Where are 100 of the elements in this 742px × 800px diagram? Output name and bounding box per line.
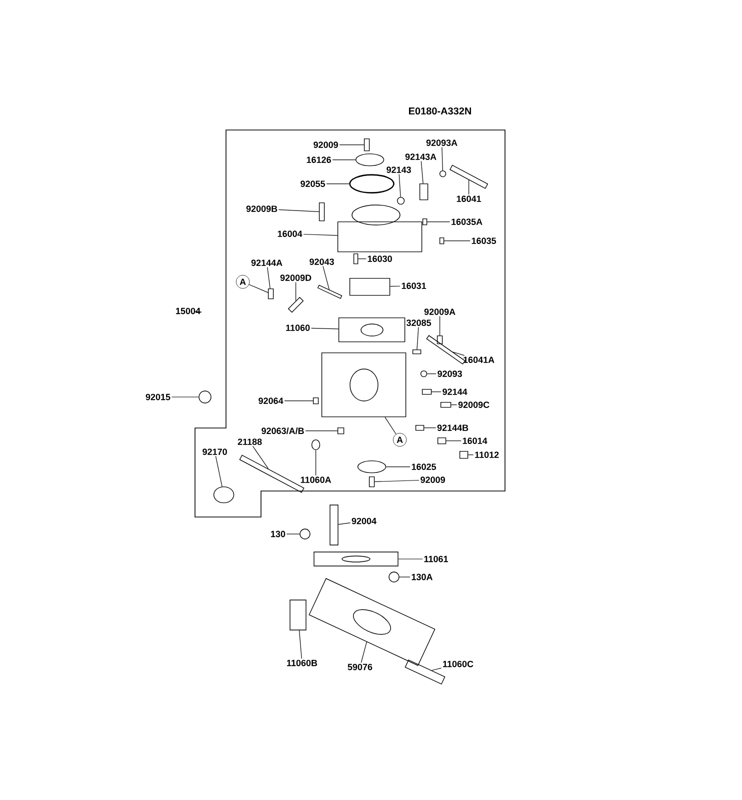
part-outline xyxy=(368,476,375,488)
part-ellipse xyxy=(198,390,212,404)
part-number: 16030 xyxy=(368,256,392,262)
part-outline xyxy=(412,349,422,354)
part-number: 92063/A/B xyxy=(262,427,304,434)
leader-line xyxy=(215,456,222,487)
part-number: 92009A xyxy=(424,308,456,315)
part-outline xyxy=(290,600,306,630)
leader-line xyxy=(398,558,423,560)
part-ellipse xyxy=(355,153,384,166)
part-number: 11060 xyxy=(286,324,310,331)
part-outline xyxy=(439,237,444,244)
leader-line xyxy=(420,160,424,184)
leader-line xyxy=(386,466,410,468)
part-outline xyxy=(422,388,432,395)
part-number: 16035 xyxy=(472,238,496,244)
part-ellipse xyxy=(300,528,310,540)
part-outline xyxy=(440,402,452,408)
leader-line xyxy=(468,454,474,456)
leader-line xyxy=(446,440,462,442)
part-outline xyxy=(422,218,428,226)
part-ellipse xyxy=(311,439,320,450)
leader-line xyxy=(450,404,458,406)
leader-line xyxy=(444,240,470,242)
part-number: 92144A xyxy=(251,260,282,266)
part-ellipse xyxy=(357,460,386,474)
part-number: 16025 xyxy=(412,464,436,470)
part-outline xyxy=(338,317,406,342)
leader-line xyxy=(298,630,302,659)
part-number: 16014 xyxy=(462,438,488,444)
leader-line xyxy=(416,326,419,350)
part-outline xyxy=(337,204,422,252)
leader-line xyxy=(171,396,199,398)
leader-line xyxy=(431,668,442,671)
part-ellipse xyxy=(396,196,405,205)
leader-line xyxy=(390,286,400,287)
part-outline xyxy=(268,288,274,300)
part-outline xyxy=(337,427,344,434)
part-number: 92093A xyxy=(426,140,458,146)
part-number: 92170 xyxy=(202,448,227,455)
part-number: 92009D xyxy=(280,274,312,281)
part-number: 92015 xyxy=(146,394,170,400)
part-outline xyxy=(314,552,398,566)
part-number: 92143 xyxy=(386,166,411,173)
part-ellipse xyxy=(349,174,394,194)
leader-line xyxy=(338,522,351,525)
leader-line xyxy=(284,400,314,402)
part-number: 92144B xyxy=(437,424,468,431)
leader-line xyxy=(452,352,465,356)
part-outline xyxy=(321,352,406,418)
leader-line xyxy=(267,266,270,289)
part-number: 130A xyxy=(412,574,433,580)
part-number: 16035A xyxy=(452,218,482,225)
part-number: 21188 xyxy=(238,438,262,445)
part-outline xyxy=(459,450,468,459)
part-number: 92064 xyxy=(258,398,284,404)
part-number: 92004 xyxy=(352,518,376,524)
leader-line xyxy=(305,430,338,432)
part-number: 16031 xyxy=(402,282,426,289)
part-outline xyxy=(317,284,342,299)
leader-line xyxy=(194,311,202,312)
part-number: 11060C xyxy=(443,660,474,668)
part-outline xyxy=(330,504,338,546)
leader-line xyxy=(374,480,420,482)
leader-line xyxy=(248,284,268,293)
leader-line xyxy=(358,258,366,260)
part-number: 11061 xyxy=(424,556,448,562)
part-number: 59076 xyxy=(348,664,372,670)
leader-line xyxy=(278,209,320,212)
part-number: 92093 xyxy=(438,370,462,377)
part-number: 11060A xyxy=(300,476,332,483)
leader-line xyxy=(399,576,410,578)
leader-line xyxy=(303,234,338,236)
leader-line xyxy=(384,416,396,434)
part-outline xyxy=(349,278,390,296)
part-number: 15004 xyxy=(176,308,200,314)
part-number: 11012 xyxy=(475,452,499,458)
leader-line xyxy=(252,446,269,470)
part-number: 16041A xyxy=(464,356,494,363)
part-number: 16041 xyxy=(456,196,482,202)
leader-line xyxy=(398,174,401,198)
part-number: 92009B xyxy=(246,206,278,212)
part-number: 92009C xyxy=(458,402,490,408)
part-outline xyxy=(364,138,370,152)
part-number: 92043 xyxy=(310,258,334,265)
part-outline xyxy=(436,335,443,344)
part-outline xyxy=(437,437,446,444)
part-number: 92055 xyxy=(300,180,326,187)
part-outline xyxy=(318,202,325,222)
part-number: 92009 xyxy=(314,142,338,148)
part-number: 92143A xyxy=(405,154,436,160)
leader-line xyxy=(322,266,330,290)
part-number: 16126 xyxy=(306,156,331,163)
drawing-code: E0180-A332N xyxy=(409,107,472,115)
part-number: 92009 xyxy=(420,476,445,483)
part-outline xyxy=(419,183,428,200)
part-number: 92144 xyxy=(442,388,468,395)
part-number: 16004 xyxy=(278,230,302,237)
leader-line xyxy=(339,144,364,146)
leader-line xyxy=(360,642,367,663)
